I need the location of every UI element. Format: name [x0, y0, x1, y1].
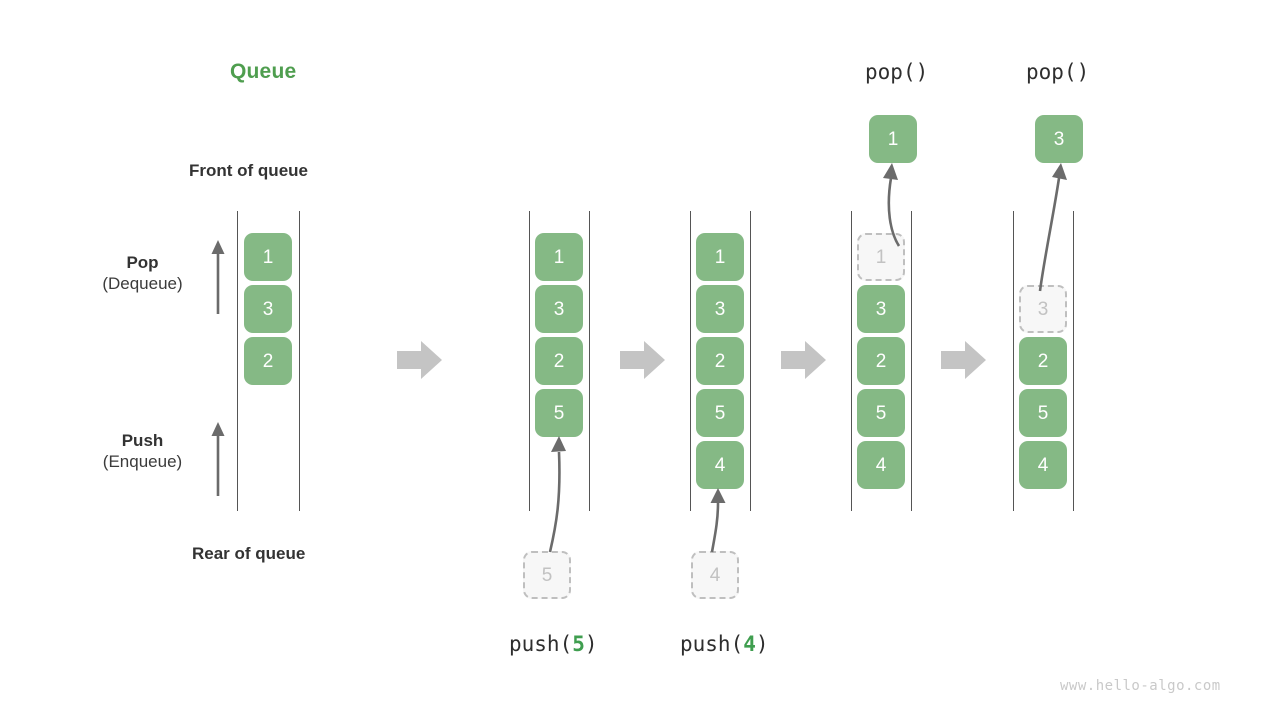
push-label-main: Push: [121, 431, 164, 450]
stage-3-cell-0: 1: [696, 233, 744, 281]
stage-3-rail-right: [750, 211, 751, 511]
stage-3-cell-2: 2: [696, 337, 744, 385]
stage-2-push-arrow: [548, 436, 566, 553]
stage-5-rail-right: [1073, 211, 1074, 511]
front-of-queue-label: Front of queue: [189, 161, 308, 180]
push-label-sub: (Enqueue): [102, 452, 183, 472]
stage-4-op-fn: pop: [865, 60, 903, 84]
pop-direction-label: Pop (Dequeue): [65, 252, 220, 295]
stage-3-operation-label: push(4): [680, 632, 769, 656]
stage-2-incoming-ghost: 5: [523, 551, 571, 599]
stage-2-op-open: (: [559, 632, 573, 656]
stage-3-cell-1: 3: [696, 285, 744, 333]
stage-4-cell-1: 3: [857, 285, 905, 333]
stage-2-op-fn: push: [509, 632, 560, 656]
push-direction-arrow: [211, 422, 225, 496]
stage-3-op-close: ): [755, 632, 769, 656]
watermark: www.hello-algo.com: [1060, 678, 1221, 694]
stage-3-cell-4: 4: [696, 441, 744, 489]
stage-2-cell-1: 3: [535, 285, 583, 333]
stage-3-op-fn: push: [680, 632, 731, 656]
step-arrow-4: [941, 341, 986, 379]
stage-2-cell-2: 2: [535, 337, 583, 385]
stage-3-op-open: (: [730, 632, 744, 656]
stage-3-cell-3: 5: [696, 389, 744, 437]
stage-5-operation-label: pop(): [1026, 60, 1089, 84]
stage-4-pop-arrow: [883, 163, 901, 247]
push-direction-label: Push (Enqueue): [65, 430, 220, 473]
stage-4-op-open: (: [902, 60, 916, 84]
step-arrow-2: [620, 341, 665, 379]
stage-3-incoming-ghost: 4: [691, 551, 739, 599]
step-arrow-1: [397, 341, 442, 379]
stage-3-push-arrow: [710, 488, 726, 553]
rear-of-queue-label: Rear of queue: [192, 544, 306, 563]
stage-2-cell-0: 1: [535, 233, 583, 281]
stage-4-rail-left: [851, 211, 852, 511]
stage-5-cell-2: 5: [1019, 389, 1067, 437]
stage-5-cell-3: 4: [1019, 441, 1067, 489]
stage-3-op-arg: 4: [743, 632, 756, 656]
stage-1-rail-right: [299, 211, 300, 511]
stage-4-op-close: ): [915, 60, 929, 84]
pop-label-sub: (Dequeue): [102, 274, 183, 294]
stage-2-rail-left: [529, 211, 530, 511]
stage-2-op-arg: 5: [572, 632, 585, 656]
stage-1-cell-1: 3: [244, 285, 292, 333]
page-title: Queue: [230, 60, 297, 83]
step-arrow-3: [781, 341, 826, 379]
stage-5-op-open: (: [1063, 60, 1077, 84]
stage-4-cell-2: 2: [857, 337, 905, 385]
pop-direction-arrow: [211, 240, 225, 314]
stage-5-op-fn: pop: [1026, 60, 1064, 84]
stage-3-rail-left: [690, 211, 691, 511]
stage-5-popped-value: 3: [1035, 115, 1083, 163]
stage-5-cell-1: 2: [1019, 337, 1067, 385]
stage-5-op-close: ): [1076, 60, 1090, 84]
stage-2-operation-label: push(5): [509, 632, 598, 656]
stage-5-rail-left: [1013, 211, 1014, 511]
stage-4-rail-right: [911, 211, 912, 511]
stage-4-cell-4: 4: [857, 441, 905, 489]
stage-1-cell-0: 1: [244, 233, 292, 281]
stage-4-operation-label: pop(): [865, 60, 928, 84]
stage-2-cell-3: 5: [535, 389, 583, 437]
stage-2-rail-right: [589, 211, 590, 511]
stage-2-op-close: ): [584, 632, 598, 656]
stage-4-popped-value: 1: [869, 115, 917, 163]
stage-5-cell-0-ghost: 3: [1019, 285, 1067, 333]
stage-1-cell-2: 2: [244, 337, 292, 385]
pop-label-main: Pop: [126, 253, 159, 272]
stage-4-cell-3: 5: [857, 389, 905, 437]
stage-5-pop-arrow: [1038, 163, 1067, 292]
stage-1-rail-left: [237, 211, 238, 511]
